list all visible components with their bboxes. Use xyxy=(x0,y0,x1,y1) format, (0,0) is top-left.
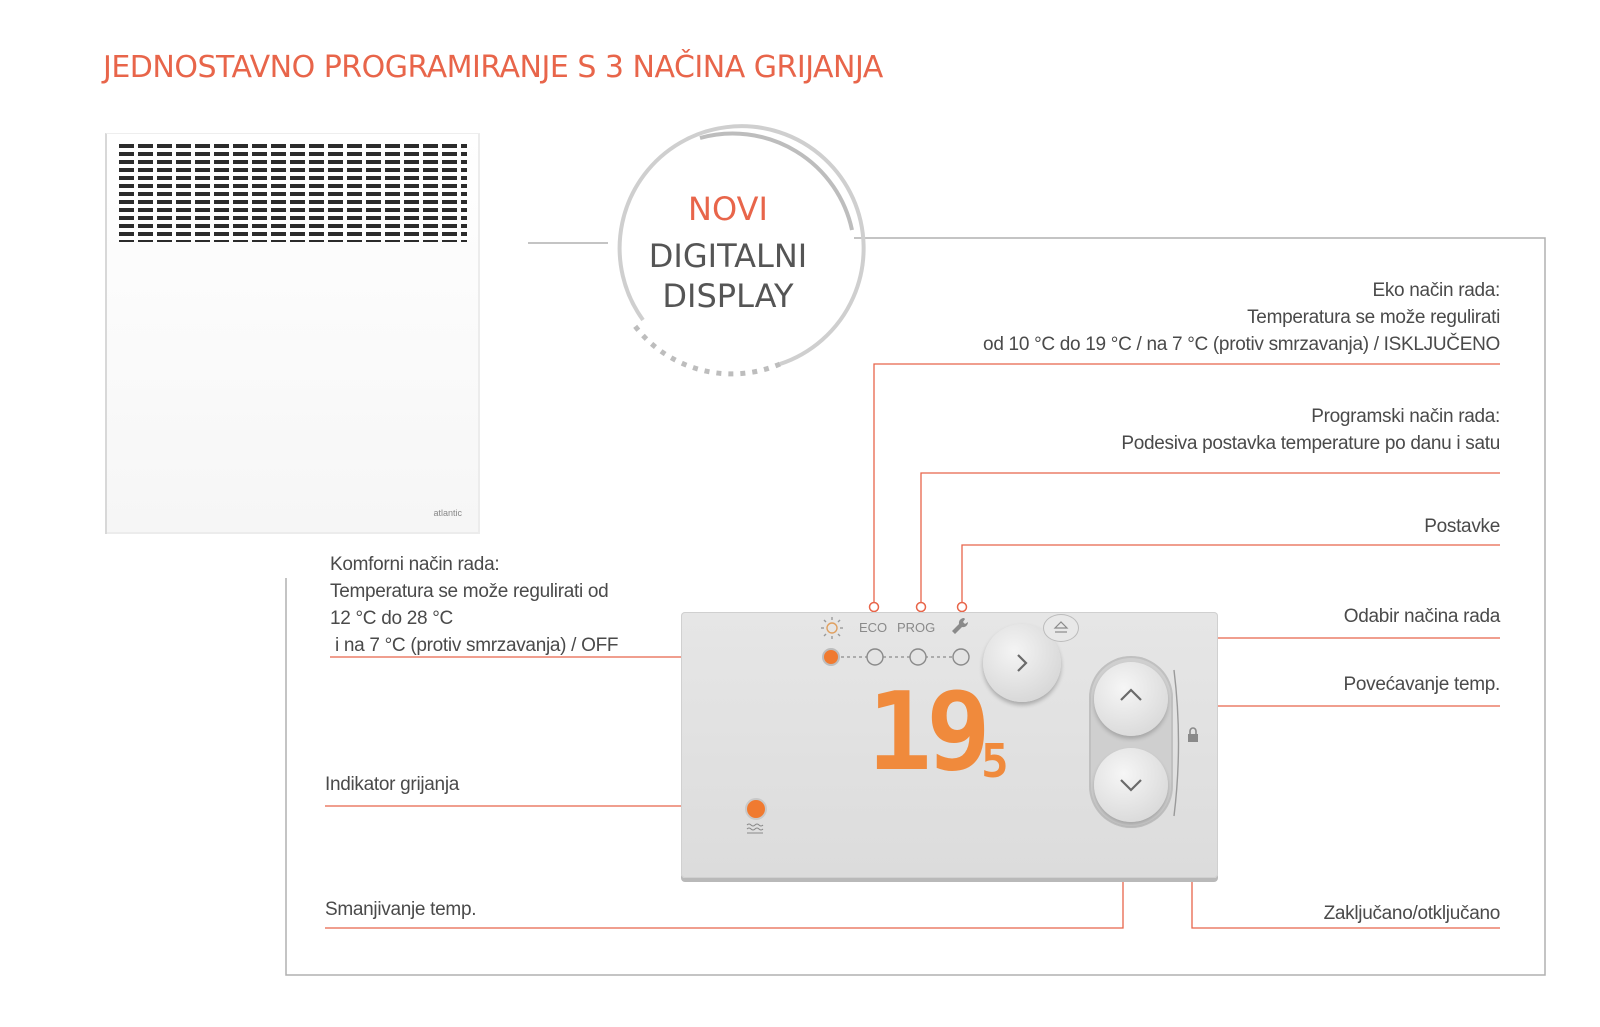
chevron-down-icon xyxy=(1120,779,1142,792)
sun-icon xyxy=(821,617,843,639)
decrease-temp-button[interactable] xyxy=(1094,748,1168,822)
label-eco-mode: Eko način rada: Temperatura se može regu… xyxy=(983,280,1500,355)
mode-dot-prog xyxy=(909,648,927,666)
heating-indicator-led xyxy=(745,798,767,820)
mode-dot-comfort xyxy=(822,648,840,666)
label-settings: Postavke xyxy=(1424,516,1500,537)
badge-arc-solid xyxy=(617,124,866,366)
label-prog-mode: Programski način rada: Podesiva postavka… xyxy=(1121,406,1500,454)
label-heating-indicator: Indikator grijanja xyxy=(325,774,460,795)
chevron-up-icon xyxy=(1120,688,1142,701)
lock-icon xyxy=(1188,727,1198,742)
chevron-right-icon xyxy=(1017,654,1028,672)
mode-label-eco: ECO xyxy=(859,620,888,635)
heater-image: atlantic xyxy=(105,133,480,534)
label-increase-temp: Povećavanje temp. xyxy=(1343,674,1501,695)
mode-dot-eco xyxy=(866,648,884,666)
badge-arc-dashed xyxy=(629,320,781,377)
heater-brand: atlantic xyxy=(433,508,462,518)
mode-label-prog: PROG xyxy=(897,620,936,635)
badge-novi: NOVI xyxy=(688,190,768,228)
label-mode-select: Odabir načina rada xyxy=(1343,606,1501,627)
label-decrease-temp: Smanjivanje temp. xyxy=(325,899,477,920)
heater-grille xyxy=(119,144,467,242)
mode-dots xyxy=(822,648,970,666)
badge-line3: DISPLAY xyxy=(662,277,794,315)
wrench-icon xyxy=(952,617,969,634)
temperature-digits: 19 xyxy=(867,670,991,795)
badge-digital-display: DIGITALNI DISPLAY xyxy=(640,236,816,316)
eject-icon xyxy=(1053,621,1069,633)
label-comfort-mode: Komforni način rada: Temperatura se može… xyxy=(330,554,619,656)
control-panel: ECO PROG 19 5 xyxy=(681,612,1218,878)
badge-line2: DIGITALNI xyxy=(648,237,808,275)
increase-temp-button[interactable] xyxy=(1094,662,1168,736)
heating-waves-icon xyxy=(746,823,764,834)
page-title: JEDNOSTAVNO PROGRAMIRANJE S 3 NAČINA GRI… xyxy=(103,50,883,85)
rocker-arc xyxy=(1173,669,1180,817)
label-lock: Zaključano/otključano xyxy=(1323,903,1501,924)
temperature-decimal: 5 xyxy=(981,734,1009,788)
mode-dot-settings xyxy=(952,648,970,666)
